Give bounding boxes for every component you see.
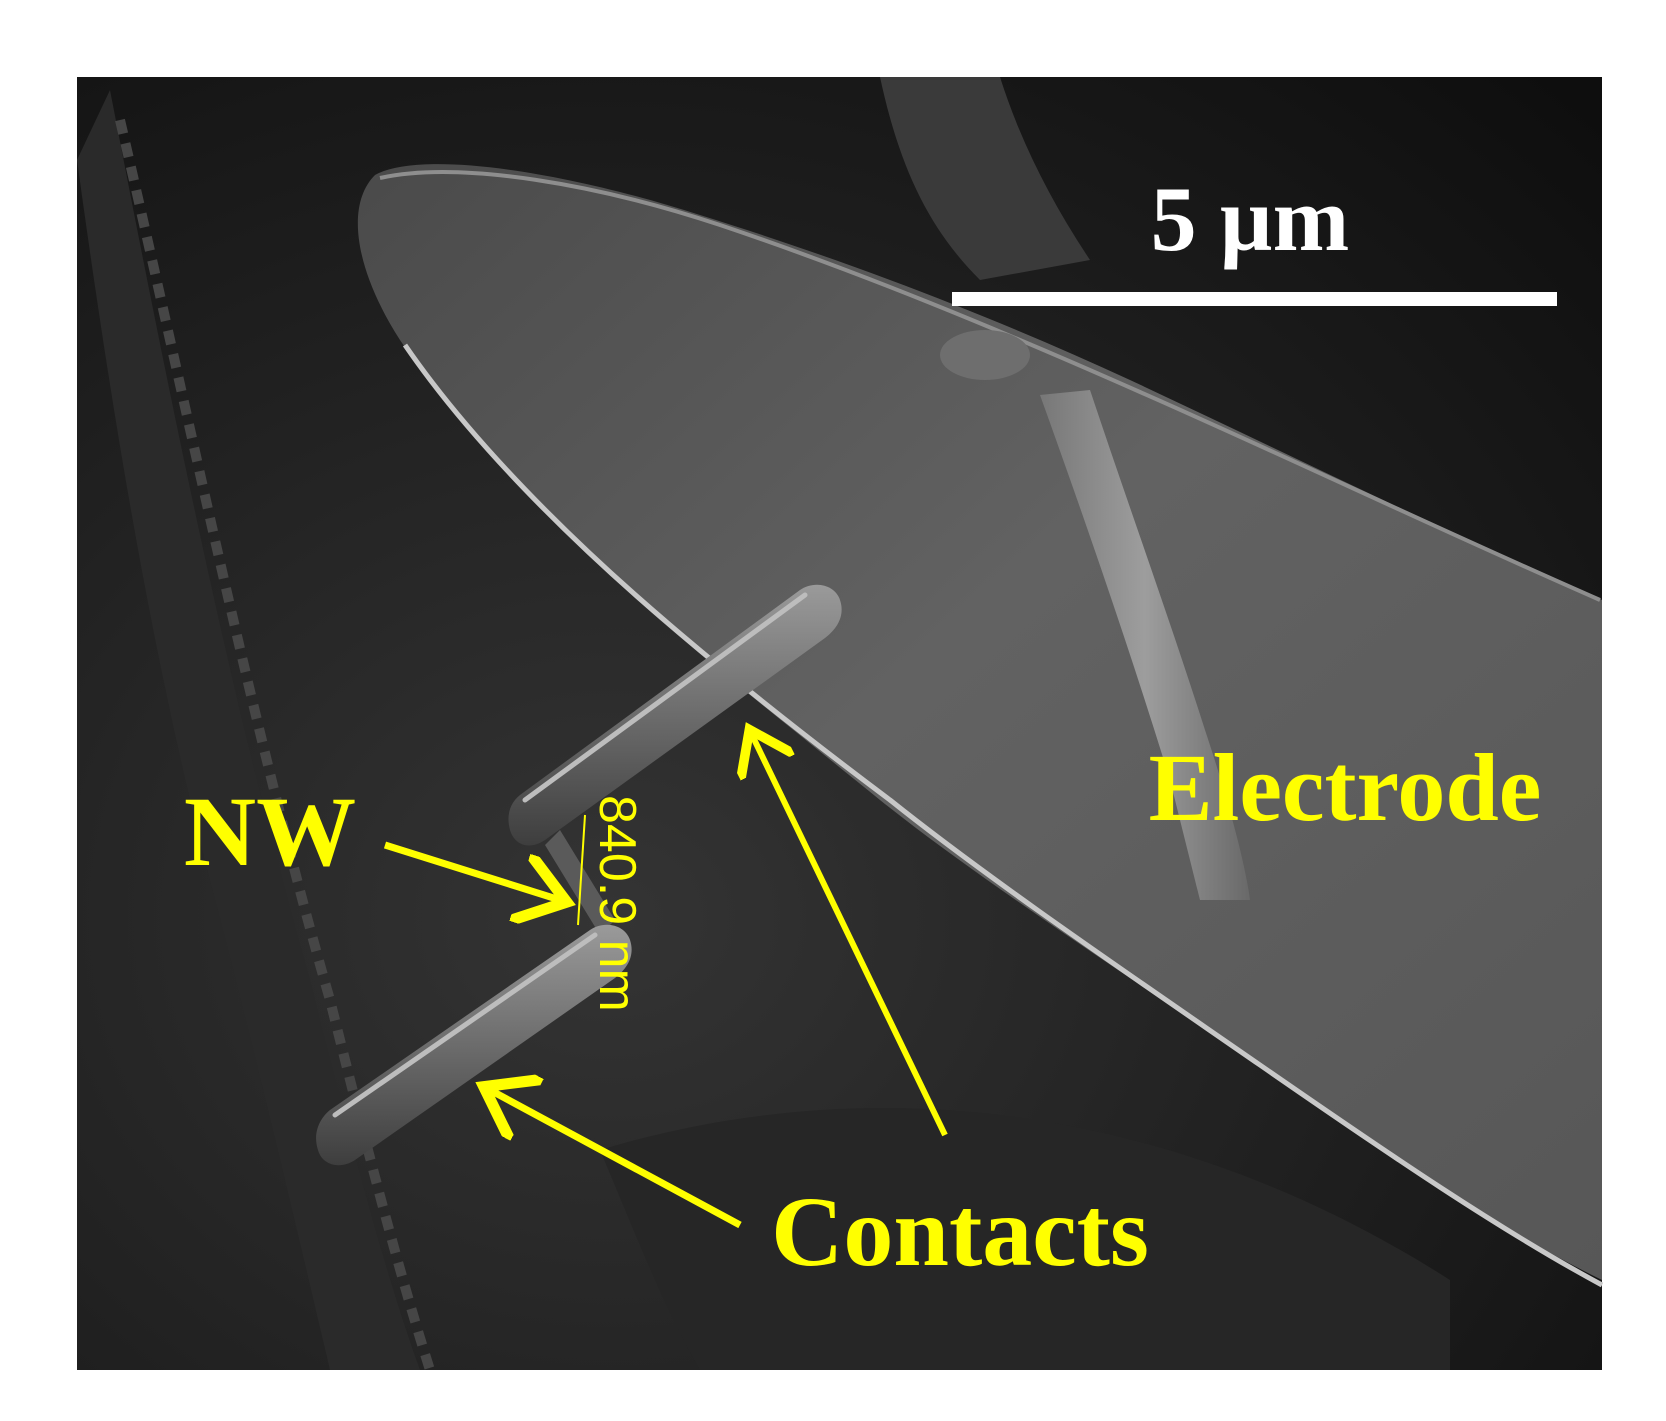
nanowire-label: NW bbox=[184, 776, 356, 887]
electrode-lower-edge bbox=[402, 343, 1604, 1288]
scale-bar bbox=[952, 292, 1557, 306]
electrode-body bbox=[357, 164, 1603, 1280]
background-fiber-bottom bbox=[600, 1108, 1450, 1370]
scale-bar-label: 5 µm bbox=[1151, 168, 1350, 270]
contacts-label: Contacts bbox=[771, 1176, 1149, 1287]
measurement-label: 840.9 nm bbox=[588, 795, 646, 1012]
contacts-arrow-lower bbox=[490, 1090, 742, 1229]
background-fiber-left bbox=[77, 90, 420, 1370]
electrode-bump bbox=[940, 330, 1030, 380]
electrode-ridge bbox=[1040, 390, 1250, 900]
contacts-arrow-upper bbox=[752, 735, 948, 1137]
background-fiber-left-edge bbox=[115, 118, 435, 1372]
nanowire-arrow bbox=[383, 841, 560, 900]
contact-lower bbox=[316, 924, 632, 1166]
contact-upper bbox=[508, 584, 842, 846]
background-fiber-top bbox=[880, 77, 1090, 280]
electrode-label: Electrode bbox=[1149, 734, 1542, 841]
electrode-upper-edge bbox=[379, 170, 1601, 602]
